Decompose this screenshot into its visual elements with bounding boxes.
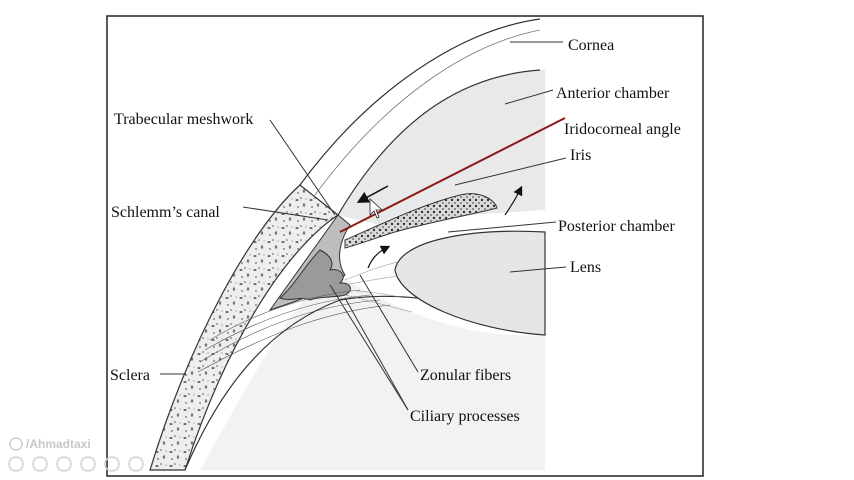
cornea-outer-line: [299, 18, 541, 186]
watermark-logo-icon: [9, 437, 23, 451]
zonular-fibers-lines: [344, 261, 413, 313]
lens-shape: [394, 230, 546, 336]
label-anterior-chamber: Anterior chamber: [556, 85, 670, 102]
leader-lines: [160, 41, 567, 411]
mouse-cursor-icon: [369, 198, 384, 219]
watermark-handle: /Ahmadtaxi: [26, 437, 91, 451]
label-zonular-fibers: Zonular fibers: [420, 367, 511, 384]
cornea-inner-line: [337, 69, 541, 216]
aqueous-flow-arrow-2: [504, 185, 523, 216]
label-iridocorneal-angle: Iridocorneal angle: [564, 121, 681, 138]
label-trabecular-meshwork: Trabecular meshwork: [114, 111, 253, 128]
label-posterior-chamber: Posterior chamber: [558, 218, 676, 235]
cornea-middle-line: [314, 29, 541, 196]
aqueous-flow-arrow-3: [367, 245, 391, 269]
social-icon-6: [128, 456, 144, 472]
aqueous-flow-arrow-1: [356, 185, 389, 203]
social-icon-2: [32, 456, 48, 472]
social-icon-5: [104, 456, 120, 472]
ciliary-muscle-fibers: [197, 289, 391, 373]
social-icon-4: [80, 456, 96, 472]
label-lens: Lens: [570, 259, 601, 276]
posterior-region: [200, 270, 545, 470]
label-schlemms-canal: Schlemm’s canal: [111, 204, 220, 221]
sclera-wall: [149, 184, 340, 471]
label-sclera: Sclera: [110, 367, 150, 384]
social-icon-3: [56, 456, 72, 472]
label-ciliary-processes: Ciliary processes: [410, 408, 520, 425]
label-iris: Iris: [570, 147, 591, 164]
anterior-chamber-region: [338, 70, 545, 230]
social-icon-1: [8, 456, 24, 472]
watermark: /Ahmadtaxi: [8, 437, 144, 472]
iris-shape: [344, 193, 498, 249]
label-cornea: Cornea: [568, 37, 614, 54]
